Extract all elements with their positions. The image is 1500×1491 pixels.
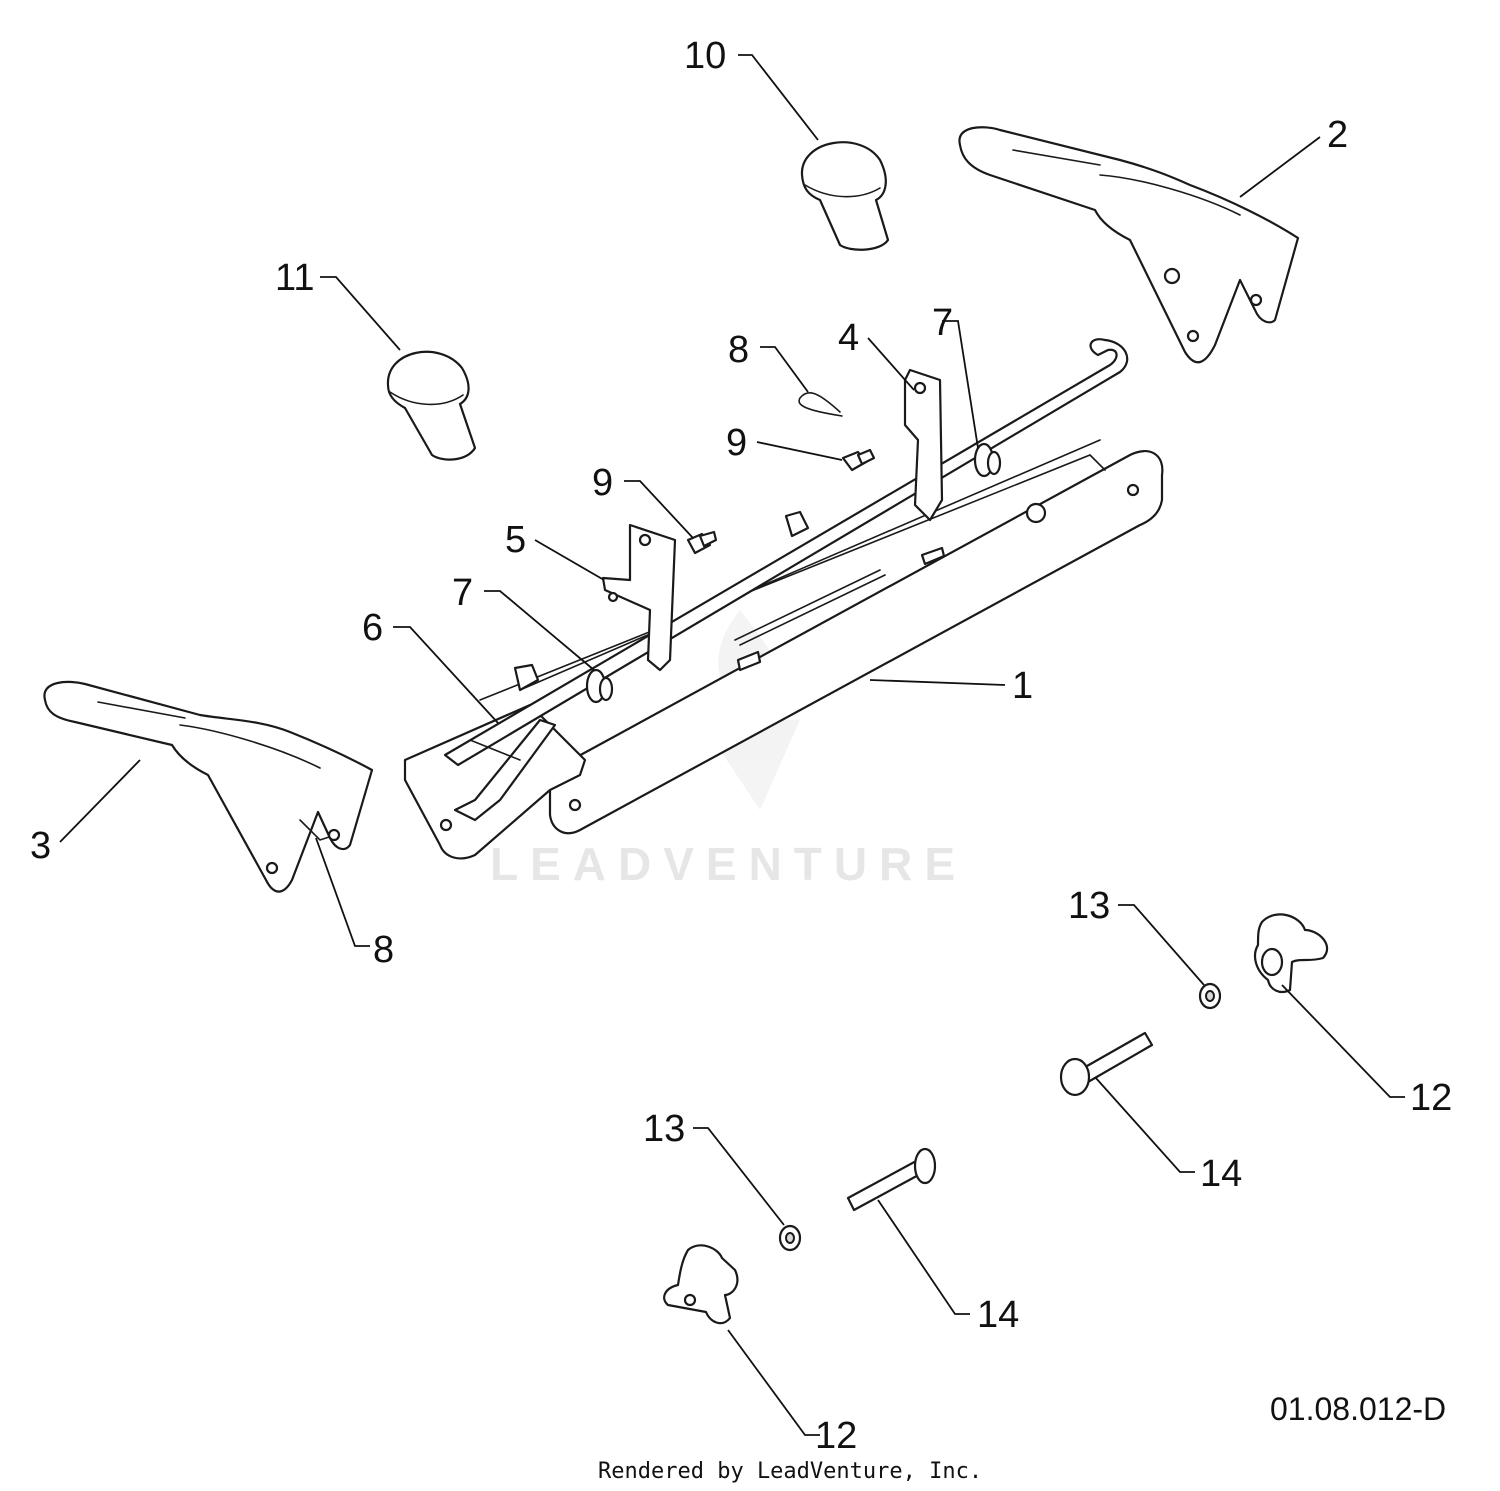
- star-knob-part-12-left[interactable]: [663, 1244, 739, 1325]
- bracket-part-1[interactable]: [403, 439, 1164, 860]
- callout-13-left: 13: [643, 1108, 685, 1150]
- callout-2: 2: [1327, 114, 1348, 156]
- callout-12-right: 12: [1410, 1077, 1452, 1119]
- callout-8-lower: 8: [373, 929, 394, 971]
- knob-part-10[interactable]: [800, 141, 890, 251]
- washer-part-13-right[interactable]: [1198, 982, 1222, 1010]
- render-credit: Rendered by LeadVenture, Inc.: [598, 1459, 982, 1484]
- bolt-part-9-upper[interactable]: [841, 448, 876, 472]
- clip-part-8[interactable]: [798, 391, 843, 417]
- leader-lines: [59, 54, 1405, 1436]
- callout-1: 1: [1012, 665, 1033, 707]
- callout-5: 5: [505, 519, 526, 561]
- drawing-code: 01.08.012-D: [1270, 1391, 1446, 1427]
- callout-10: 10: [684, 35, 726, 77]
- callout-14-right: 14: [1200, 1153, 1242, 1195]
- callout-13-right: 13: [1068, 885, 1110, 927]
- callout-6: 6: [362, 607, 383, 649]
- callout-labels: 1 2 3 4 5 6 7 7 8 8 9 9 10 11 12 12 13 1…: [30, 35, 1452, 1457]
- watermark-text: LEADVENTURE: [490, 838, 967, 890]
- plate-part-5[interactable]: [601, 523, 677, 672]
- star-knob-part-12-right[interactable]: [1253, 913, 1329, 994]
- callout-12-left: 12: [815, 1415, 857, 1457]
- callout-9-lower: 9: [592, 462, 613, 504]
- callout-8-upper: 8: [728, 329, 749, 371]
- shaft-rod[interactable]: [443, 338, 1129, 767]
- handle-part-2[interactable]: [958, 126, 1300, 364]
- link-part-6[interactable]: [453, 718, 557, 822]
- callout-7-upper: 7: [932, 302, 953, 344]
- bolt-part-14-left[interactable]: [846, 1147, 937, 1212]
- bolt-part-9-lower[interactable]: [686, 530, 718, 555]
- bolt-part-14-right[interactable]: [1059, 1031, 1154, 1097]
- plate-part-4[interactable]: [903, 368, 944, 522]
- callout-7-lower: 7: [452, 572, 473, 614]
- callout-11: 11: [275, 257, 314, 299]
- callout-14-left: 14: [977, 1294, 1019, 1336]
- washer-part-13-left[interactable]: [778, 1224, 802, 1252]
- bushing-part-7-lower[interactable]: [585, 668, 614, 704]
- handle-part-3[interactable]: [43, 680, 374, 893]
- callout-3: 3: [30, 825, 51, 867]
- callout-9-upper: 9: [726, 422, 747, 464]
- knob-part-11[interactable]: [386, 350, 477, 461]
- callout-4: 4: [838, 317, 859, 359]
- bushing-part-7-upper[interactable]: [973, 442, 1002, 478]
